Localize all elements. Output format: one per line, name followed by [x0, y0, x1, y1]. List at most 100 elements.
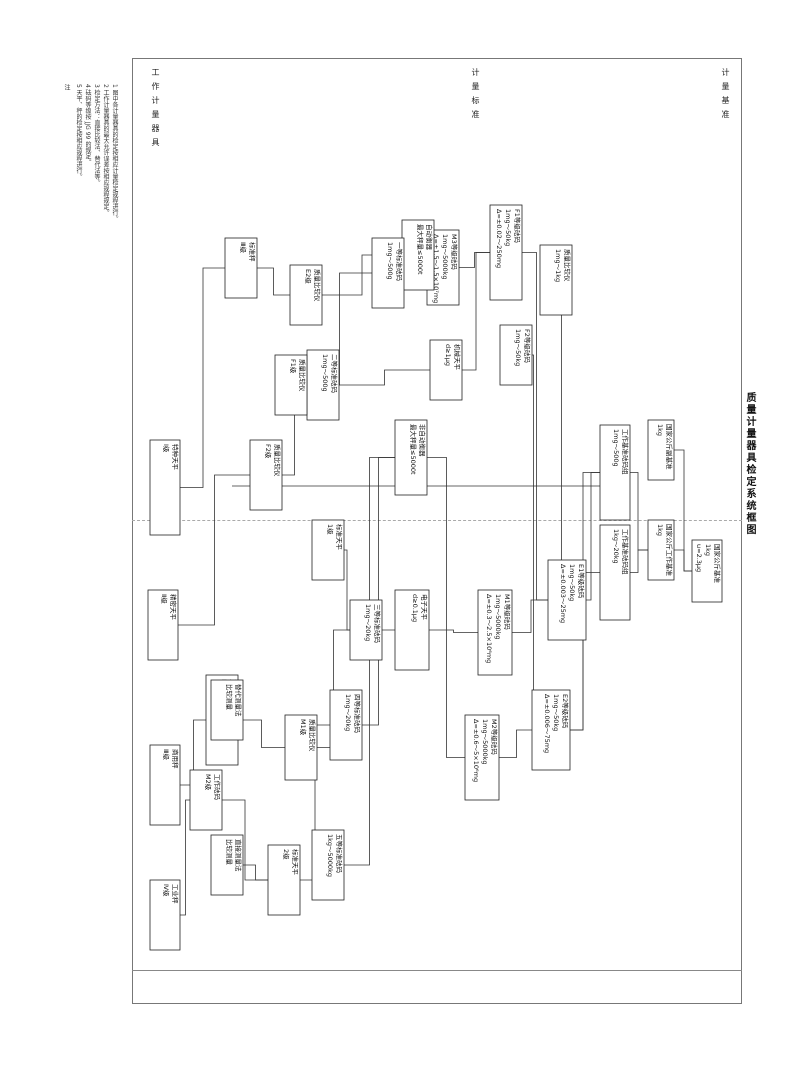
node-sublabel: Δ=±0.003～25mg — [559, 564, 567, 623]
node-label: 一等标准砝码 — [395, 242, 404, 282]
node-sublabel: 1kg～20kg — [612, 529, 620, 564]
node-rect — [464, 714, 500, 801]
node-sublabel: 1mg～5000kg — [494, 594, 502, 640]
node-sublabel: Δ=±0.006～75mg — [543, 694, 551, 753]
node-rect — [489, 204, 523, 301]
node-sublabel: 1kg — [656, 524, 664, 536]
node-label: M1等级砝码 — [503, 594, 512, 630]
node-label: E1等级砝码 — [577, 564, 586, 599]
node-sublabel: E2级 — [304, 269, 313, 284]
node-label: 工作基准砝码组 — [621, 429, 630, 475]
node-rect — [149, 744, 181, 826]
note-line: 1 图中各计量器具的检定按相应计量检定规程进行。 — [111, 84, 118, 222]
diagram-frame — [132, 58, 742, 1004]
node-rect — [289, 264, 323, 326]
node-label: M2等级砝码 — [490, 719, 499, 755]
node-label: 自动衡器 — [425, 224, 434, 251]
node-label: 质量比较仪 — [298, 359, 307, 392]
node-rect — [147, 589, 179, 661]
node-rect — [329, 689, 363, 761]
node-label: 质量比较仪 — [308, 719, 317, 752]
node-label: 精密天平 — [169, 594, 178, 621]
node-sublabel: Δ=±0.6～5×10⁶mg — [472, 719, 480, 782]
node-sublabel: 1mg～20kg — [344, 694, 352, 731]
node-sublabel: Ⅲ级 — [162, 749, 171, 760]
node-label: 四等标准砝码 — [353, 694, 362, 734]
node-rect — [691, 539, 723, 603]
node-rect — [189, 769, 223, 831]
node-label: 标准天平 — [291, 849, 300, 876]
node-rect — [531, 689, 571, 771]
node-rect — [499, 324, 533, 386]
node-rect — [284, 714, 318, 781]
node-sublabel: Ⅳ级 — [162, 884, 171, 897]
node-rect — [267, 844, 301, 916]
node-sublabel: 1mg～5000kg — [441, 234, 449, 280]
label-standard: 计量基准 — [721, 68, 730, 124]
node-label: 国家公斤副基准 — [665, 424, 674, 470]
node-rect — [371, 237, 405, 309]
notes-block: 1 图中各计量器具的检定按相应计量检定规程进行。2 工作计量器具的最大允许误差按… — [74, 84, 119, 222]
node-sublabel: Ⅱ级 — [160, 594, 169, 604]
label-transfer: 计量标准 — [471, 68, 480, 124]
connector-line — [323, 369, 446, 386]
node-sublabel: 1mg～50kg — [552, 694, 560, 731]
connector-line — [516, 354, 551, 731]
note-line: 2 工作计量器具的最大允许误差按相应规程规定。 — [102, 84, 109, 216]
node-label: 二等标准砝码 — [330, 354, 339, 394]
node-rect — [249, 439, 283, 511]
working-level-divider — [132, 970, 742, 971]
node-rect — [149, 439, 181, 536]
node-sublabel: Δ=±0.02～250mg — [495, 209, 503, 268]
node-label: F2等级砝码 — [523, 329, 532, 363]
node-sublabel: 1级 — [326, 524, 335, 535]
node-sublabel: 1mg～5000kg — [481, 719, 489, 765]
node-rect — [429, 339, 463, 401]
node-label: 机械天平 — [453, 344, 462, 371]
note-line: 4 砝码等级按 JJG 99 的规定。 — [84, 84, 91, 166]
node-sublabel: 1mg～1kg — [554, 249, 562, 282]
node-rect — [210, 679, 244, 741]
node-sublabel: 1mg～50kg — [514, 329, 522, 366]
node-rect — [210, 834, 244, 896]
node-sublabel: 最大秤量≤5000t — [409, 424, 418, 475]
node-rect — [311, 519, 345, 581]
node-rect — [149, 879, 181, 951]
node-sublabel: 1mg～20kg — [364, 604, 372, 641]
connector-line — [165, 267, 241, 488]
node-sublabel: 1mg～50kg — [504, 209, 512, 246]
node-sublabel: M2级 — [204, 774, 213, 791]
node-sublabel: 2级 — [282, 849, 291, 860]
node-sublabel: 1mg～50kg — [568, 564, 576, 601]
node-label: 质量比较仪 — [273, 444, 282, 477]
node-sublabel: F2级 — [264, 444, 273, 459]
node-rect — [394, 589, 430, 671]
node-sublabel: Δ=±1.5～1.5×10⁷mg — [432, 234, 440, 303]
node-rect — [647, 419, 675, 481]
node-label: 工作砝码 — [213, 774, 222, 801]
note-line: 5 天平、秤的检定按相应规程进行。 — [75, 84, 82, 180]
node-rect — [599, 524, 631, 621]
